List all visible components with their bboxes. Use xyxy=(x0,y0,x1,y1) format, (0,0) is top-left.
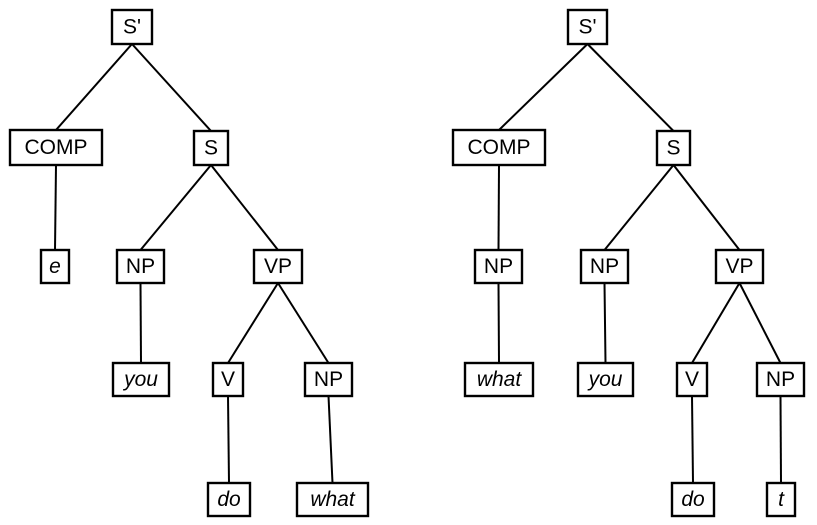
node-label-L-NP1: NP xyxy=(126,255,155,278)
node-box-L-do xyxy=(206,481,252,518)
node-box-R-VP xyxy=(714,248,765,285)
tree-node-R-S[interactable]: S xyxy=(655,129,692,167)
tree-node-L-COMP[interactable]: COMP xyxy=(8,128,104,167)
tree-edge-R-NP2-to-R-t xyxy=(779,395,782,484)
tree-node-L-do[interactable]: do xyxy=(206,481,252,518)
node-label-R-you: you xyxy=(587,368,623,391)
tree-edges-deep-structure-tree xyxy=(54,43,334,484)
tree-node-L-VP[interactable]: VP xyxy=(252,248,304,285)
node-label-L-V: V xyxy=(221,368,235,391)
tree-node-R-t[interactable]: t xyxy=(765,481,797,518)
tree-edge-L-VP-to-L-NP2 xyxy=(277,282,330,364)
node-label-R-NP1: NP xyxy=(590,255,619,278)
node-box-L-S xyxy=(192,129,230,167)
node-label-L-e: e xyxy=(49,255,61,278)
tree-nodes-surface-structure-tree: S' COMP S NP NP VP what you V NP do t xyxy=(451,8,806,518)
node-box-L-you xyxy=(111,361,171,398)
tree-node-R-you[interactable]: you xyxy=(576,361,635,398)
node-box-L-COMP xyxy=(8,128,104,167)
tree-edge-L-NP2-to-L-what xyxy=(327,395,334,484)
tree-edge-L-S-to-L-VP xyxy=(210,164,279,251)
node-label-R-NP2: NP xyxy=(766,368,795,391)
tree-node-L-NP2[interactable]: NP xyxy=(303,361,354,398)
tree-edge-R-COMP-to-R-NP0 xyxy=(497,164,500,251)
node-box-R-you xyxy=(576,361,635,398)
node-box-R-NP0 xyxy=(473,248,524,285)
node-label-R-Sbar: S' xyxy=(578,16,596,39)
node-label-R-what: what xyxy=(477,368,523,391)
tree-node-L-V[interactable]: V xyxy=(211,361,245,398)
tree-edge-R-Sbar-to-R-COMP xyxy=(498,43,589,131)
tree-edge-R-V-to-R-do xyxy=(691,395,694,484)
node-label-L-do: do xyxy=(217,488,241,511)
tree-node-R-Sbar[interactable]: S' xyxy=(566,8,609,46)
node-label-R-NP0: NP xyxy=(484,255,513,278)
node-label-L-what: what xyxy=(310,488,356,511)
node-label-R-COMP: COMP xyxy=(468,136,531,159)
tree-node-R-NP1[interactable]: NP xyxy=(579,248,630,285)
node-box-L-Sbar xyxy=(110,8,154,46)
node-label-L-VP: VP xyxy=(264,255,292,278)
node-box-R-V xyxy=(675,361,709,398)
tree-edge-L-S-to-L-NP1 xyxy=(139,164,212,251)
tree-edge-R-VP-to-R-NP2 xyxy=(738,282,782,364)
node-box-L-V xyxy=(211,361,245,398)
node-box-R-do xyxy=(670,481,716,518)
node-box-R-Sbar xyxy=(566,8,609,46)
node-label-L-NP2: NP xyxy=(314,368,343,391)
node-label-R-V: V xyxy=(685,368,699,391)
tree-edge-L-COMP-to-L-e xyxy=(54,164,57,251)
node-label-R-t: t xyxy=(778,488,785,511)
node-label-R-S: S xyxy=(666,137,680,160)
tree-edge-L-Sbar-to-L-COMP xyxy=(55,43,133,131)
tree-node-L-NP1[interactable]: NP xyxy=(115,248,166,285)
tree-edge-L-NP1-to-L-you xyxy=(139,282,142,364)
node-box-R-S xyxy=(655,129,692,167)
node-box-R-NP1 xyxy=(579,248,630,285)
node-box-L-what xyxy=(295,481,370,518)
tree-node-L-Sbar[interactable]: S' xyxy=(110,8,154,46)
node-label-L-COMP: COMP xyxy=(25,136,88,159)
tree-edge-R-S-to-R-NP1 xyxy=(603,164,675,251)
node-label-L-Sbar: S' xyxy=(123,16,141,39)
node-box-L-NP1 xyxy=(115,248,166,285)
tree-edge-R-Sbar-to-R-S xyxy=(586,43,675,132)
node-label-L-you: you xyxy=(122,368,158,391)
node-label-R-do: do xyxy=(681,488,705,511)
tree-node-R-NP0[interactable]: NP xyxy=(473,248,524,285)
node-box-R-t xyxy=(765,481,797,518)
tree-node-R-do[interactable]: do xyxy=(670,481,716,518)
node-box-L-e xyxy=(39,248,71,285)
node-box-R-NP2 xyxy=(755,361,806,398)
tree-node-L-S[interactable]: S xyxy=(192,129,230,167)
node-box-L-NP2 xyxy=(303,361,354,398)
node-box-R-COMP xyxy=(451,128,547,167)
edges-layer xyxy=(54,43,782,484)
tree-edge-R-NP1-to-R-you xyxy=(603,282,607,364)
tree-node-L-e[interactable]: e xyxy=(39,248,71,285)
node-label-L-S: S xyxy=(204,137,218,160)
tree-edge-R-S-to-R-VP xyxy=(672,164,741,251)
tree-edges-surface-structure-tree xyxy=(497,43,782,484)
node-box-R-what xyxy=(463,361,535,398)
tree-edge-L-VP-to-L-V xyxy=(227,282,279,364)
tree-edge-R-VP-to-R-V xyxy=(691,282,741,364)
tree-edge-L-Sbar-to-L-S xyxy=(131,43,212,132)
tree-node-R-COMP[interactable]: COMP xyxy=(451,128,547,167)
tree-edge-R-NP0-to-R-what xyxy=(497,282,500,364)
tree-node-L-you[interactable]: you xyxy=(111,361,171,398)
node-label-R-VP: VP xyxy=(725,255,753,278)
tree-node-R-V[interactable]: V xyxy=(675,361,709,398)
tree-edge-L-V-to-L-do xyxy=(227,395,230,484)
tree-node-R-VP[interactable]: VP xyxy=(714,248,765,285)
tree-node-R-what[interactable]: what xyxy=(463,361,535,398)
tree-node-R-NP2[interactable]: NP xyxy=(755,361,806,398)
node-box-L-VP xyxy=(252,248,304,285)
tree-node-L-what[interactable]: what xyxy=(295,481,370,518)
